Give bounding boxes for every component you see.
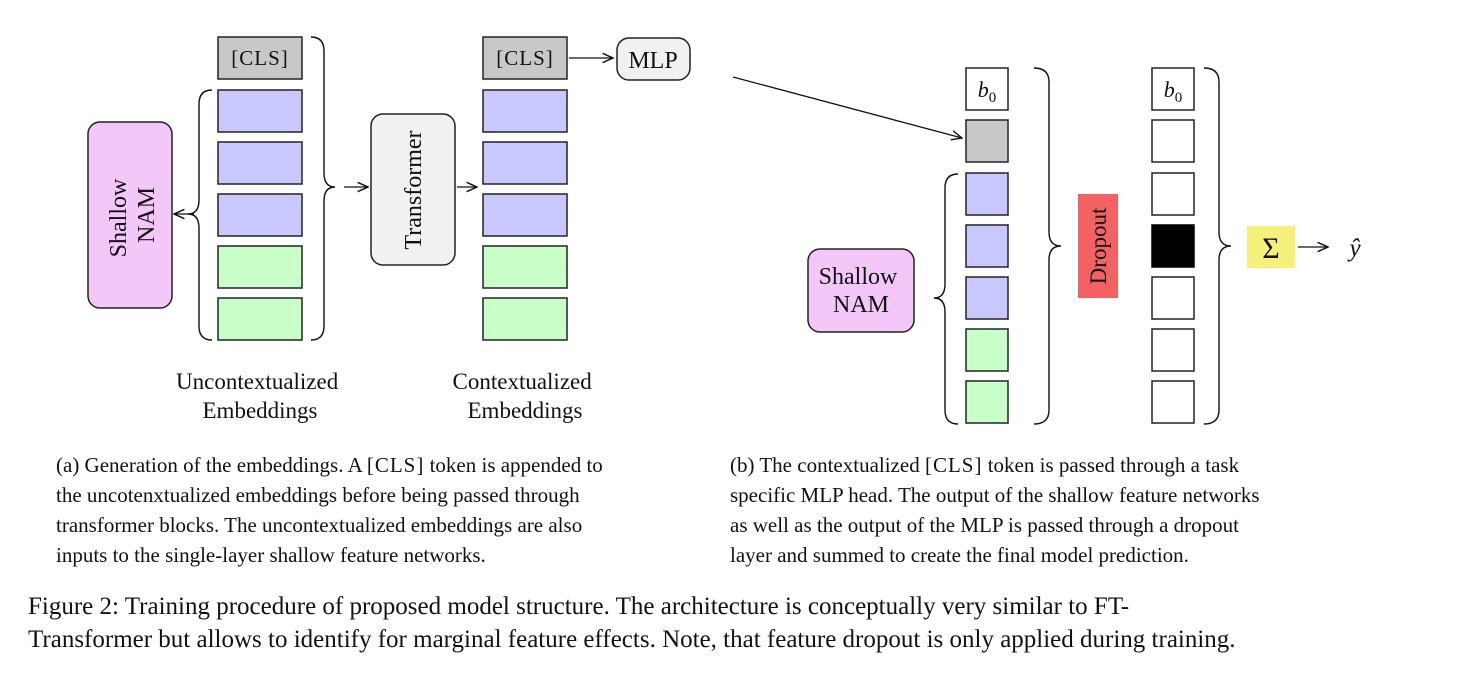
shallow-nam-line1-b: Shallow — [819, 264, 898, 290]
subcaption-a: (a) Generation of the embeddings. A [CLS… — [56, 450, 603, 570]
contextualized-label: Contextualized Embeddings — [453, 369, 598, 423]
panel-a: Shallow NAM [CLS] Transformer — [87, 36, 691, 423]
kept-unit-box — [1151, 276, 1195, 320]
numeric-feature-output-box — [965, 172, 1009, 216]
categorical-embedding-box — [217, 297, 303, 341]
pre-dropout-column: b0 — [965, 67, 1009, 424]
sum-box — [1247, 226, 1295, 268]
contextualized-label-line1: Contextualized — [453, 369, 593, 394]
panel-b: Shallow NAM b0 Dropout b0 — [732, 67, 1361, 425]
subcaption-a-line: transformer blocks. The uncontextualized… — [56, 513, 583, 537]
cls-token-box-contextualized — [482, 36, 568, 80]
bias-box-pre-dropout — [965, 67, 1009, 111]
subcaption-a-line: the uncotenxtualized embeddings before b… — [56, 483, 580, 507]
uncontextualized-column: [CLS] — [217, 36, 303, 341]
uncontextualized-label-line2: Embeddings — [203, 398, 318, 423]
kept-unit-box — [1151, 380, 1195, 424]
categorical-feature-output-box — [965, 380, 1009, 424]
dropout-label: Dropout — [1086, 207, 1111, 284]
shallow-nam-node-a: Shallow NAM — [87, 121, 173, 309]
dropped-unit-box — [1151, 224, 1195, 268]
kept-unit-box — [1151, 119, 1195, 163]
figure-caption-line2: Transformer but allows to identify for m… — [28, 626, 1236, 653]
right-brace-a — [310, 36, 336, 341]
transformer-box — [370, 113, 456, 266]
dropout-input-brace — [1033, 67, 1062, 425]
sum-node: Σ — [1247, 226, 1295, 268]
contextualized-label-line2: Embeddings — [468, 398, 583, 423]
subcaption-a-line: inputs to the single-layer shallow featu… — [56, 543, 486, 567]
prediction-symbol: ŷ — [1346, 235, 1361, 262]
left-brace-a — [187, 89, 213, 341]
cls-token-label-contextualized: [CLS] — [496, 46, 554, 70]
kept-unit-box — [1151, 172, 1195, 216]
numeric-embedding-box — [217, 141, 303, 185]
categorical-embedding-box — [482, 297, 568, 341]
dropout-box — [1078, 194, 1118, 298]
numeric-feature-output-box — [965, 224, 1009, 268]
shallow-nam-line2-b: NAM — [833, 292, 889, 318]
uncontextualized-label: Uncontextualized Embeddings — [176, 369, 344, 423]
subcaption-b-line: layer and summed to create the final mod… — [730, 543, 1189, 567]
shallow-nam-node-b: Shallow NAM — [807, 248, 915, 333]
dropout-node: Dropout — [1078, 194, 1118, 298]
shallow-nam-line1-a: Shallow — [106, 178, 132, 257]
subcaption-b: (b) The contextualized [CLS] token is pa… — [730, 450, 1260, 570]
model-diagram: Shallow NAM [CLS] Transformer — [87, 36, 1361, 425]
mlp-label: MLP — [628, 48, 677, 74]
numeric-embedding-box — [482, 193, 568, 237]
sum-symbol: Σ — [1262, 232, 1279, 265]
mlp-box — [616, 37, 691, 81]
transformer-label: Transformer — [401, 130, 427, 249]
bias-box-post-dropout — [1151, 67, 1195, 111]
kept-unit-box — [1151, 328, 1195, 372]
subcaption-b-line: specific MLP head. The output of the sha… — [730, 483, 1260, 507]
shallow-nam-label-a: Shallow NAM — [106, 173, 160, 258]
cls-token-box-uncontextualized — [217, 36, 303, 80]
bias-label-pre-dropout: b0 — [978, 77, 997, 106]
figure-caption: Figure 2: Training procedure of proposed… — [28, 590, 1438, 656]
numeric-embedding-box — [482, 141, 568, 185]
shallow-nam-label-b: Shallow NAM — [819, 264, 904, 318]
subcaption-b-line: as well as the output of the MLP is pass… — [730, 513, 1239, 537]
categorical-feature-output-box — [965, 328, 1009, 372]
mlp-node: MLP — [616, 37, 691, 81]
bias-label-post-dropout: b0 — [1164, 77, 1183, 106]
contextualized-column: [CLS] — [482, 36, 568, 341]
shallow-nam-box-b — [807, 248, 915, 333]
categorical-embedding-box — [217, 245, 303, 289]
numeric-feature-output-box — [965, 276, 1009, 320]
shallow-nam-line2-a: NAM — [134, 187, 160, 243]
transformer-node: Transformer — [370, 113, 456, 266]
numeric-embedding-box — [482, 89, 568, 133]
categorical-embedding-box — [482, 245, 568, 289]
sum-input-brace — [1203, 67, 1232, 425]
uncontextualized-label-line1: Uncontextualized — [176, 369, 339, 394]
numeric-embedding-box — [217, 193, 303, 237]
mlp-output-box — [965, 119, 1009, 163]
figure-caption-line1: Figure 2: Training procedure of proposed… — [28, 593, 1130, 620]
subcaption-a-line: (a) Generation of the embeddings. A [CLS… — [56, 453, 603, 477]
cls-token-label-uncontextualized: [CLS] — [231, 46, 289, 70]
shallow-nam-box-a — [87, 121, 173, 309]
arrow-mlp-to-output — [732, 76, 962, 138]
numeric-embedding-box — [217, 89, 303, 133]
shallow-output-brace — [933, 173, 959, 425]
post-dropout-column: b0 — [1151, 67, 1195, 424]
subcaption-b-line: (b) The contextualized [CLS] token is pa… — [730, 453, 1240, 477]
